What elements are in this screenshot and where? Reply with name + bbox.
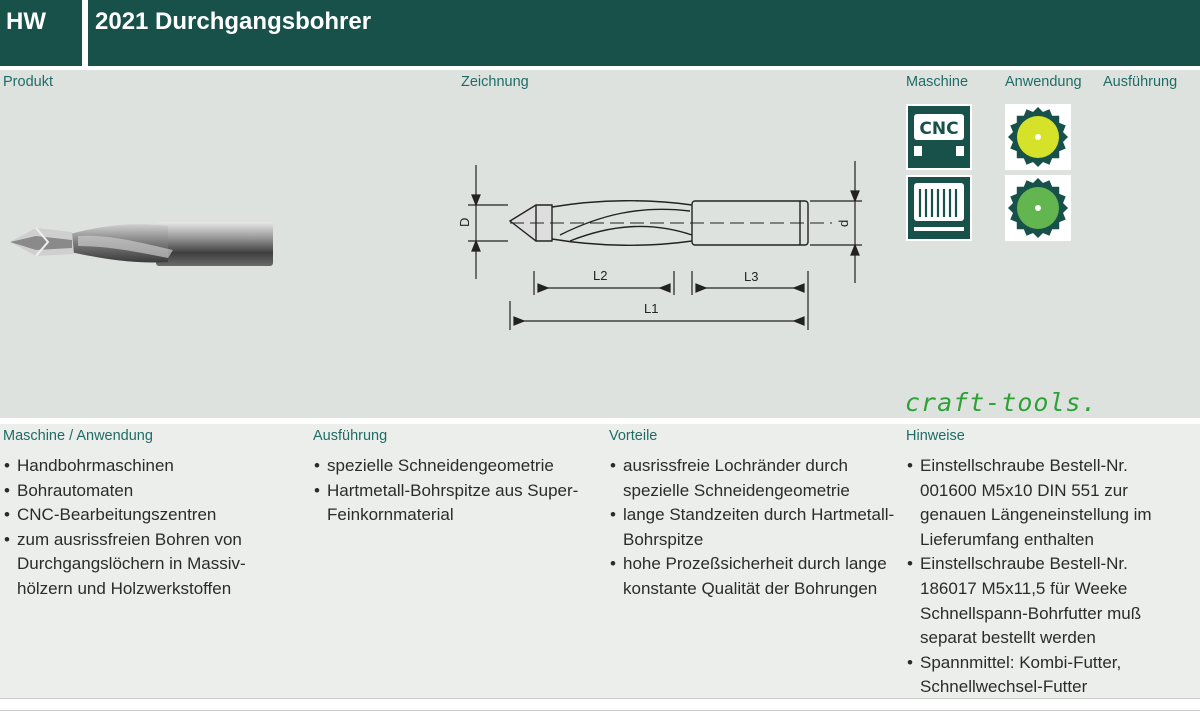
section-title-vorteile: Vorteile	[609, 428, 658, 444]
list-item: hohe Prozeßsicherheit durch lange konsta…	[609, 552, 899, 601]
saw-blade-yellow-icon	[1005, 104, 1071, 170]
header-bar: HW 2021 Durchgangsbohrer	[0, 0, 1200, 66]
list-maschine-anwendung: Handbohrmaschinen Bohrautomaten CNC-Bear…	[3, 454, 293, 602]
label-ausfuehrung: Ausführung	[1103, 74, 1178, 90]
technical-drawing	[468, 161, 862, 330]
brand-logo: craft-tools.	[905, 388, 1098, 417]
list-item: CNC-Bearbeitungszentren	[3, 503, 293, 528]
product-image-drill	[10, 222, 273, 266]
saw-blade-green-icon	[1005, 175, 1071, 241]
list-item: Einstellschraube Bestell-Nr. 186017 M5x1…	[906, 552, 1181, 650]
dim-label-D: D	[457, 217, 472, 227]
list-item: Spannmittel: Kombi-Futter, Schnellwechse…	[906, 651, 1181, 700]
section-title-maschine-anwendung: Maschine / Anwendung	[3, 428, 153, 444]
list-ausfuehrung: spezielle Schneidengeometrie Hartmetall-…	[313, 454, 593, 528]
bottom-divider-2	[0, 710, 1200, 711]
list-item: ausrissfreie Lochränder durch spezielle …	[609, 454, 899, 503]
label-produkt: Produkt	[3, 74, 53, 90]
bottom-divider	[0, 698, 1200, 699]
info-section: Maschine / Anwendung Ausführung Vorteile…	[0, 424, 1200, 698]
section-title-hinweise: Hinweise	[906, 428, 965, 444]
section-title-ausfuehrung: Ausführung	[313, 428, 388, 444]
drilling-machine-icon	[906, 175, 972, 241]
dim-label-L2: L2	[593, 268, 608, 283]
header-divider	[82, 0, 88, 66]
dim-label-L3: L3	[744, 269, 759, 284]
list-item: spezielle Schneidengeometrie	[313, 454, 593, 479]
list-item: Hartmetall-Bohrspitze aus Super-Feinkorn…	[313, 479, 593, 528]
list-item: zum ausrissfreien Bohren von Durchgangsl…	[3, 528, 293, 602]
page-title: 2021 Durchgangsbohrer	[95, 8, 372, 35]
dim-label-L1: L1	[644, 301, 659, 316]
product-code: HW	[6, 8, 46, 35]
cnc-icon-text: CNC	[919, 119, 958, 139]
list-hinweise: Einstellschraube Bestell-Nr. 001600 M5x1…	[906, 454, 1181, 700]
label-maschine: Maschine	[906, 74, 969, 90]
list-item: Einstellschraube Bestell-Nr. 001600 M5x1…	[906, 454, 1181, 552]
dim-label-d: d	[836, 219, 851, 227]
cnc-machine-icon: CNC	[906, 104, 972, 170]
list-item: lange Standzeiten durch Hartmetall-Bohrs…	[609, 503, 899, 552]
label-anwendung: Anwendung	[1005, 74, 1082, 90]
label-zeichnung: Zeichnung	[461, 74, 529, 90]
list-vorteile: ausrissfreie Lochränder durch spezielle …	[609, 454, 899, 602]
list-item: Handbohrmaschinen	[3, 454, 293, 479]
list-item: Bohrautomaten	[3, 479, 293, 504]
